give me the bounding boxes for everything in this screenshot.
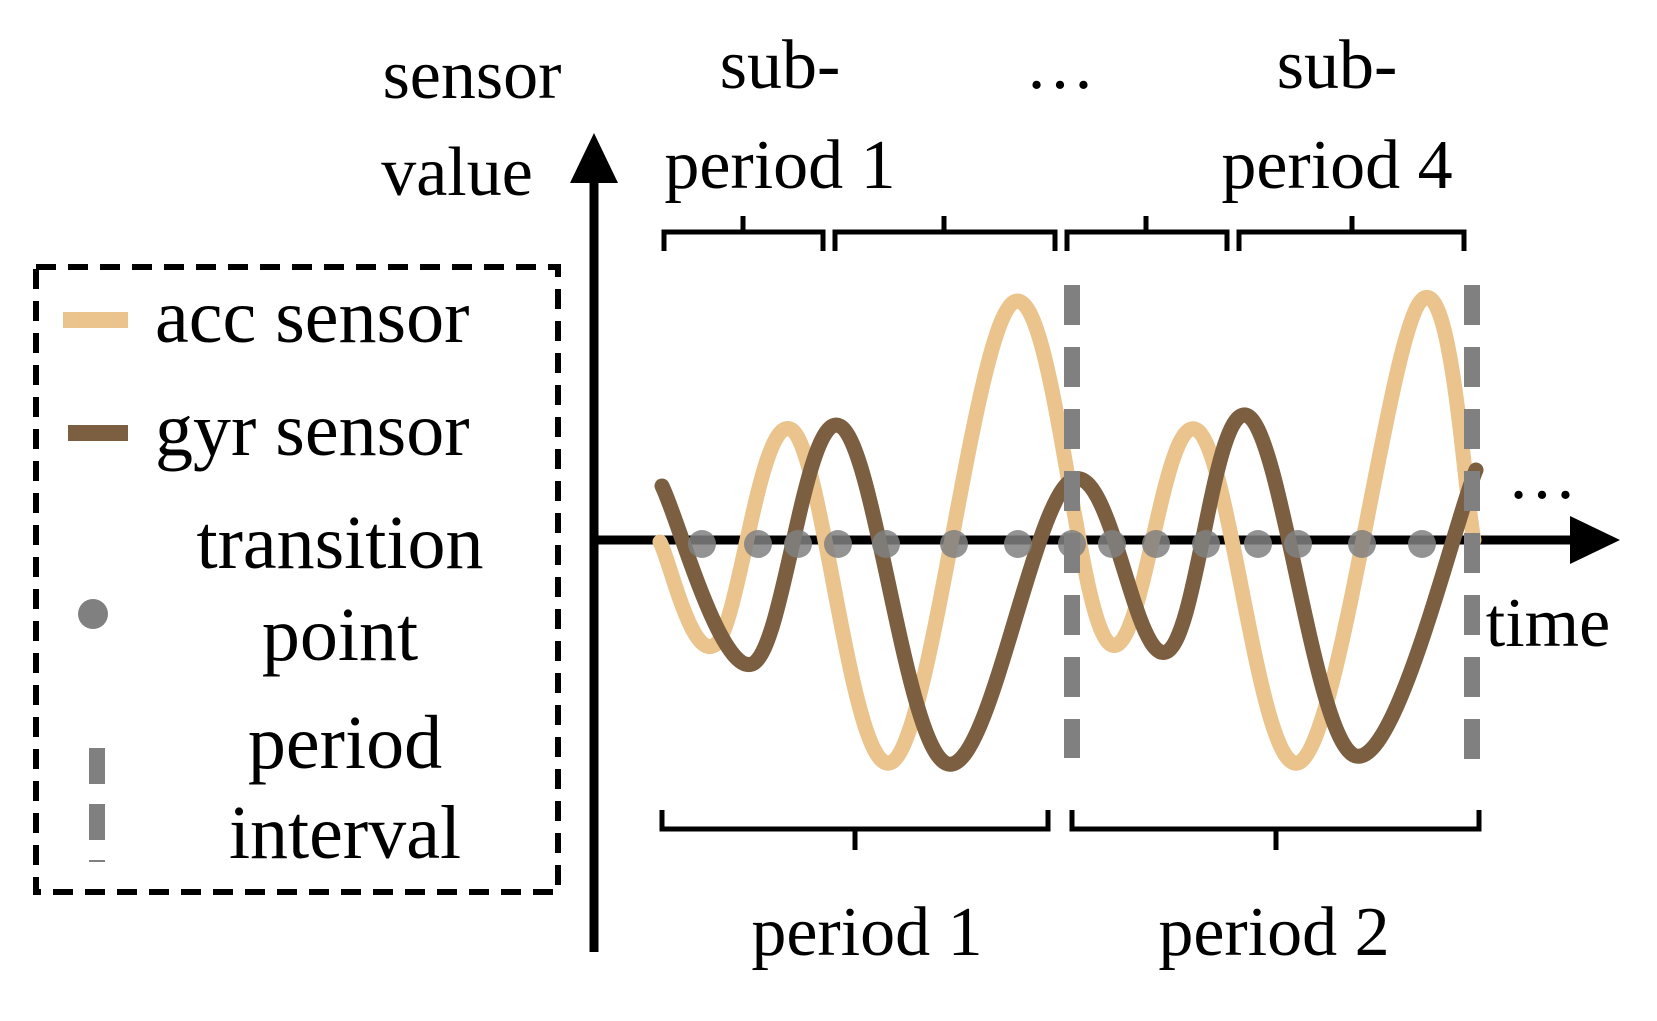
ellipsis-right: … [1507,437,1577,514]
legend: acc sensor gyr sensor transition point p… [33,264,561,895]
transition-point-7 [1004,530,1032,558]
transition-point-9 [1098,530,1126,558]
transition-point-10 [1142,530,1170,558]
transition-point-1 [688,530,716,558]
sub-period-1-label-line1: sub- [720,27,841,104]
transition-point-6 [940,530,968,558]
transition-point-3 [784,530,812,558]
period-braces [659,810,1482,850]
x-axis-arrowhead-icon [1570,516,1620,564]
y-axis-label-line2: value [381,134,533,211]
period-2-label: period 2 [1158,894,1389,971]
ellipsis-top: … [1025,27,1095,104]
legend-gyr-label: gyr sensor [155,388,470,472]
transition-point-12 [1244,530,1272,558]
transition-point-2 [744,530,772,558]
legend-interval-label-line1: period [248,701,442,785]
transition-point-11 [1192,530,1220,558]
legend-frame [33,264,561,895]
legend-interval-label-line2: interval [229,791,461,875]
transition-point-14 [1348,530,1376,558]
sub-period-2-brace [832,216,1058,251]
sub-period-4-label-line2: period 4 [1221,127,1452,204]
period-2-brace [1069,810,1482,850]
sub-period-1-brace [661,216,826,251]
legend-transition-label-line1: transition [196,501,483,585]
transition-point-4 [824,530,852,558]
period-1-label: period 1 [751,894,982,971]
x-axis-label: time [1486,585,1610,662]
transition-point-5 [872,530,900,558]
sub-period-1-label-line2: period 1 [664,127,895,204]
sub-period-4-brace [1236,216,1467,251]
legend-acc-label: acc sensor [155,275,469,359]
transition-point-legend-icon [78,599,108,629]
transition-point-15 [1408,530,1436,558]
y-axis-arrowhead-icon [570,133,618,183]
sub-period-3-brace [1064,216,1230,251]
legend-transition-label-line2: point [262,593,418,677]
y-axis-label-line1: sensor [383,37,562,114]
sub-period-braces [661,216,1467,251]
transition-point-13 [1284,530,1312,558]
sub-period-4-label-line1: sub- [1277,27,1398,104]
period-1-brace [659,810,1051,850]
transition-point-8 [1058,530,1086,558]
transition-points [688,530,1436,558]
